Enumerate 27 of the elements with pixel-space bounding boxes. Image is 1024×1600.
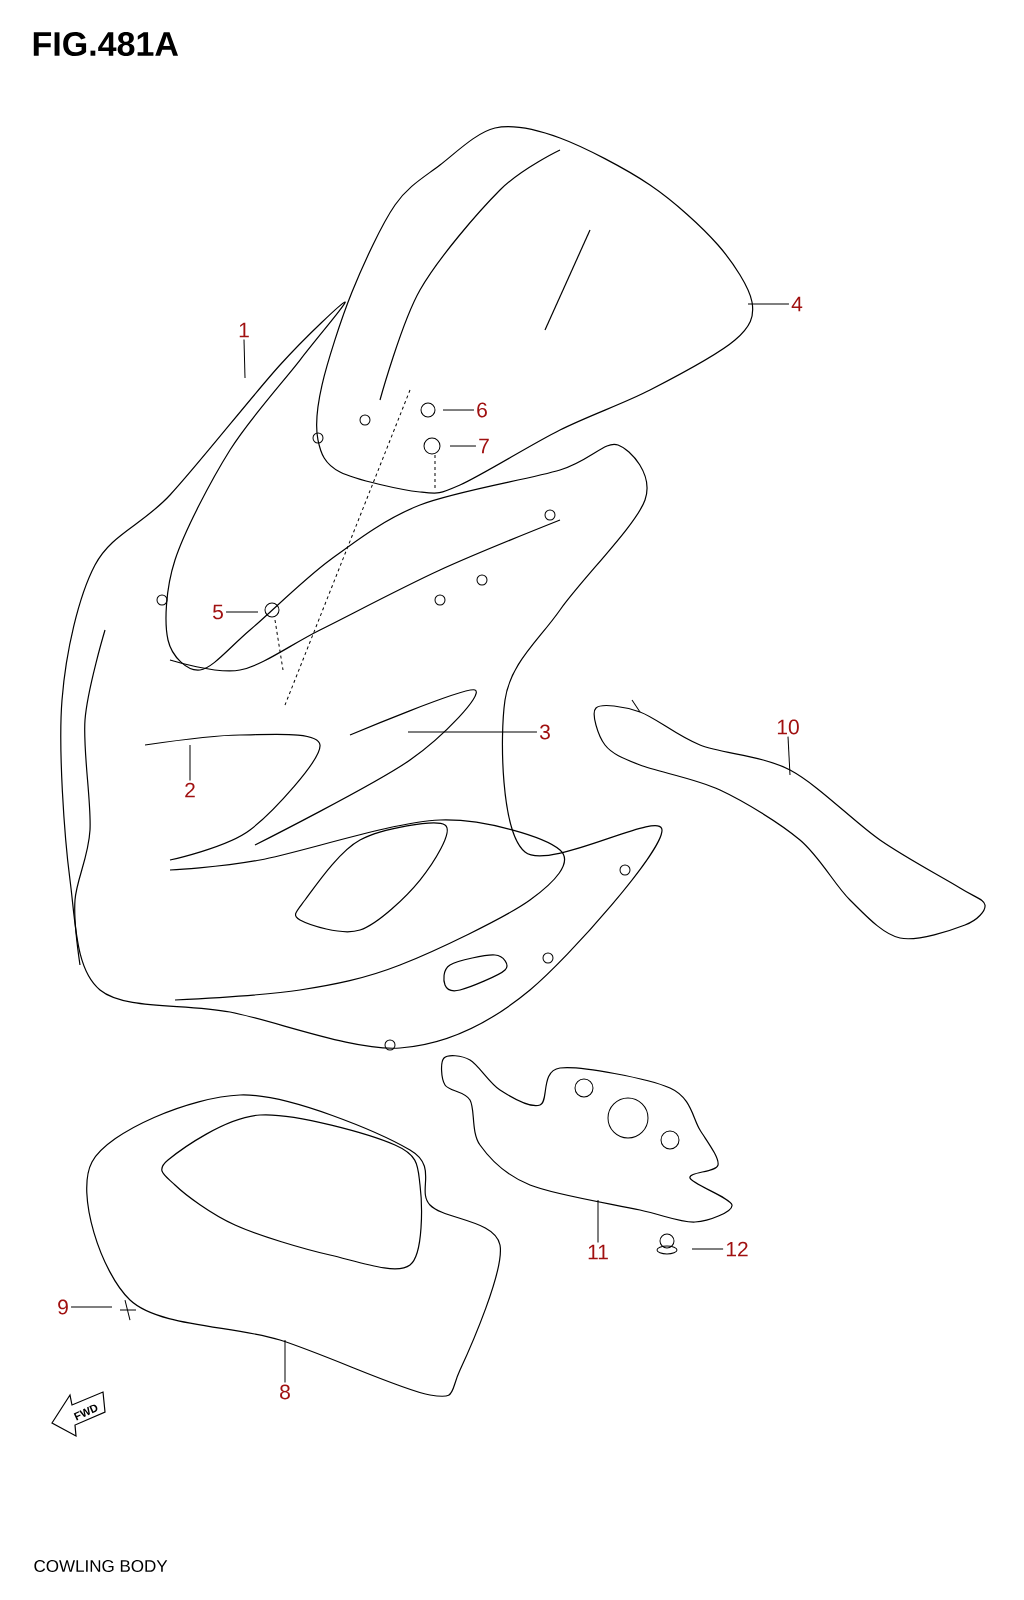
leader-line — [787, 736, 791, 776]
leader-line — [442, 409, 475, 411]
callout-number: 5 — [213, 604, 223, 620]
callout-number: 10 — [777, 719, 799, 735]
callout-number: 2 — [185, 782, 195, 798]
callout-number: 4 — [791, 296, 803, 312]
leader-line — [189, 744, 191, 781]
callout-number: 6 — [477, 402, 487, 418]
leader-line — [691, 1248, 724, 1250]
leader-line — [225, 611, 259, 613]
leader-line — [243, 338, 246, 379]
callout-number: 1 — [239, 322, 249, 338]
leader-line — [407, 731, 538, 733]
leader-line — [284, 1339, 286, 1383]
callout-number: 12 — [726, 1241, 748, 1257]
leader-line — [747, 303, 790, 305]
direction-label: FWD — [73, 1404, 98, 1421]
callout-number: 3 — [539, 724, 550, 740]
callout-number: 11 — [588, 1244, 608, 1260]
callout-number: 8 — [280, 1384, 290, 1400]
callout-number: 7 — [479, 438, 489, 454]
caption: COWLING BODY — [34, 1560, 168, 1573]
leader-line — [597, 1199, 599, 1244]
callout-number: 9 — [58, 1299, 68, 1315]
figure-title: FIG.481A — [33, 31, 178, 57]
leader-line — [449, 445, 477, 447]
leader-line — [70, 1306, 113, 1308]
